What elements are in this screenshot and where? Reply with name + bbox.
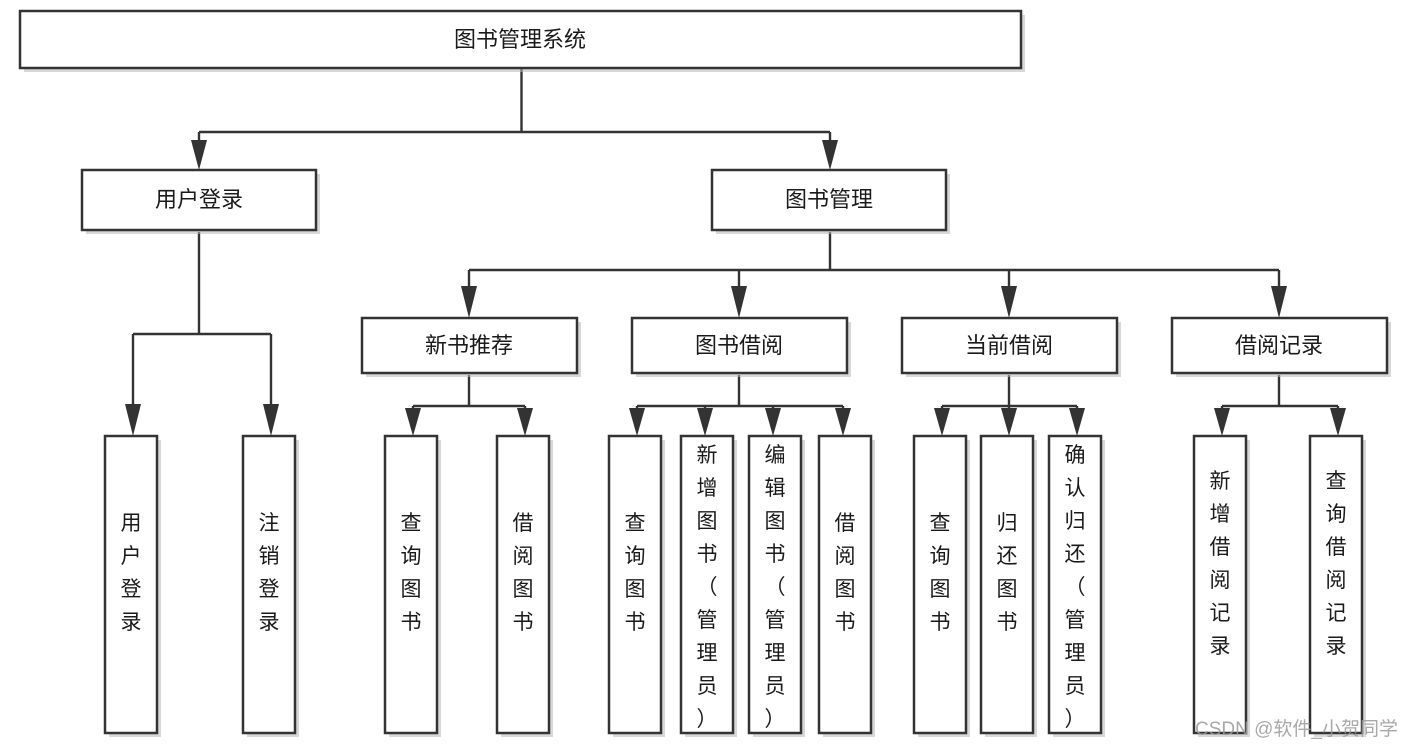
watermark-label: CSDN @软件_小贺同学 — [1195, 718, 1398, 740]
node-leaf-borrow-book-2-box[interactable] — [817, 434, 873, 735]
node-leaf-add-record-label: 新增借阅记录 — [1210, 470, 1231, 658]
node-leaf-logout-login[interactable]: 注销登录 — [241, 434, 299, 737]
node-leaf-user-login-box[interactable] — [103, 434, 159, 735]
node-leaf-query-book-2-label: 查询图书 — [625, 512, 646, 634]
node-leaf-query-book-1[interactable]: 查询图书 — [383, 434, 441, 737]
arrow-to-leaf-edit-book-icon — [765, 408, 781, 436]
arrow-to-user-login-icon — [191, 140, 207, 170]
node-leaf-confirm-return-box[interactable] — [1047, 434, 1103, 735]
connector-group-book-borrow — [629, 375, 851, 436]
node-leaf-query-book-1-box[interactable] — [383, 434, 439, 735]
node-root-box[interactable] — [18, 9, 1023, 70]
node-borrow-record[interactable]: 借阅记录 — [1170, 316, 1391, 377]
node-book-manage-label: 图书管理 — [785, 187, 873, 212]
node-user-login-label: 用户登录 — [155, 187, 243, 212]
arrow-to-leaf-query-book-3-icon — [934, 408, 950, 436]
arrow-to-new-book-recommend-icon — [461, 286, 477, 318]
node-leaf-edit-book[interactable]: 编辑图书（管理员） — [747, 434, 805, 737]
node-root-label: 图书管理系统 — [454, 27, 586, 52]
connector-group-user-login — [125, 232, 279, 436]
node-leaf-query-book-1-label: 查询图书 — [401, 512, 422, 634]
arrow-to-leaf-query-book-1-icon — [405, 408, 421, 436]
node-leaf-query-book-3-label: 查询图书 — [930, 512, 951, 634]
node-leaf-user-login[interactable]: 用户登录 — [103, 434, 161, 737]
node-book-borrow-box[interactable] — [630, 316, 849, 375]
node-new-book-recommend-box[interactable] — [360, 316, 579, 375]
connector-group-current-borrow — [934, 375, 1085, 436]
node-leaf-add-book[interactable]: 新增图书（管理员） — [679, 434, 737, 737]
node-root[interactable]: 图书管理系统 — [18, 9, 1025, 72]
node-leaf-query-book-3[interactable]: 查询图书 — [912, 434, 970, 737]
node-current-borrow-box[interactable] — [900, 316, 1119, 375]
node-leaf-add-record[interactable]: 新增借阅记录 — [1192, 434, 1250, 737]
arrow-to-borrow-record-icon — [1271, 286, 1287, 318]
node-leaf-borrow-book-1-label: 借阅图书 — [513, 512, 534, 634]
node-new-book-recommend-label: 新书推荐 — [425, 333, 513, 358]
node-leaf-add-record-box[interactable] — [1192, 434, 1248, 735]
node-leaf-add-book-label: 新增图书（管理员） — [697, 444, 718, 731]
node-user-login[interactable]: 用户登录 — [80, 168, 320, 234]
arrow-to-leaf-query-book-2-icon — [629, 408, 645, 436]
node-book-manage-box[interactable] — [710, 168, 948, 232]
arrow-to-leaf-user-login-icon — [125, 404, 141, 436]
node-current-borrow[interactable]: 当前借阅 — [900, 316, 1121, 377]
node-current-borrow-label: 当前借阅 — [965, 333, 1053, 358]
node-leaf-return-book-label: 归还图书 — [997, 512, 1018, 634]
connector-group-borrow-record — [1214, 375, 1346, 436]
arrow-to-leaf-query-record-icon — [1330, 408, 1346, 436]
node-leaf-borrow-book-2[interactable]: 借阅图书 — [817, 434, 875, 737]
node-book-borrow-label: 图书借阅 — [695, 333, 783, 358]
node-leaf-add-book-box[interactable] — [679, 434, 735, 735]
connector-group-book-manage — [461, 232, 1287, 318]
node-book-borrow[interactable]: 图书借阅 — [630, 316, 851, 377]
arrow-to-leaf-add-record-icon — [1214, 408, 1230, 436]
node-user-login-box[interactable] — [80, 168, 318, 232]
connector-group-new-book-recommend — [405, 375, 533, 436]
node-borrow-record-label: 借阅记录 — [1235, 333, 1323, 358]
arrow-to-leaf-confirm-return-icon — [1069, 408, 1085, 436]
arrow-to-book-manage-icon — [822, 140, 838, 170]
node-leaf-query-book-2-box[interactable] — [607, 434, 663, 735]
arrow-to-leaf-add-book-icon — [697, 408, 713, 436]
node-leaf-logout-login-box[interactable] — [241, 434, 297, 735]
node-leaf-query-record-label: 查询借阅记录 — [1326, 470, 1347, 658]
arrow-to-book-borrow-icon — [731, 286, 747, 318]
node-leaf-return-book[interactable]: 归还图书 — [979, 434, 1037, 737]
node-leaf-logout-login-label: 注销登录 — [259, 512, 280, 634]
node-leaf-borrow-book-1-box[interactable] — [495, 434, 551, 735]
arrow-to-leaf-logout-login-icon — [263, 404, 279, 436]
node-leaf-borrow-book-1[interactable]: 借阅图书 — [495, 434, 553, 737]
node-leaf-user-login-label: 用户登录 — [121, 512, 142, 634]
arrow-to-leaf-borrow-book-2-icon — [835, 408, 851, 436]
node-leaf-query-record[interactable]: 查询借阅记录 — [1308, 434, 1366, 737]
node-leaf-confirm-return[interactable]: 确认归还（管理员） — [1047, 434, 1105, 737]
arrow-to-leaf-borrow-book-1-icon — [517, 408, 533, 436]
arrow-to-current-borrow-icon — [1001, 286, 1017, 318]
node-leaf-edit-book-label: 编辑图书（管理员） — [765, 444, 786, 731]
node-new-book-recommend[interactable]: 新书推荐 — [360, 316, 581, 377]
node-leaf-edit-book-box[interactable] — [747, 434, 803, 735]
node-leaf-borrow-book-2-label: 借阅图书 — [835, 512, 856, 634]
node-leaf-confirm-return-label: 确认归还（管理员） — [1065, 444, 1086, 731]
node-leaf-query-record-box[interactable] — [1308, 434, 1364, 735]
node-leaf-return-book-box[interactable] — [979, 434, 1035, 735]
connector-group-root — [191, 69, 838, 170]
node-book-manage[interactable]: 图书管理 — [710, 168, 950, 234]
node-leaf-query-book-3-box[interactable] — [912, 434, 968, 735]
node-leaf-query-book-2[interactable]: 查询图书 — [607, 434, 665, 737]
node-borrow-record-box[interactable] — [1170, 316, 1389, 375]
arrow-to-leaf-return-book-icon — [1001, 408, 1017, 436]
